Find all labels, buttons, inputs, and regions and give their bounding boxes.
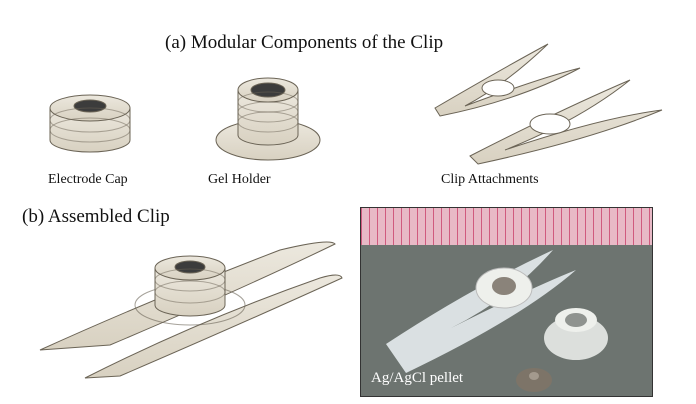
clip-attachments-label: Clip Attachments <box>441 172 539 187</box>
clip-attachments-drawing <box>434 43 663 165</box>
electrode-cap-drawing <box>49 94 131 153</box>
panel-a-title: (a) Modular Components of the Clip <box>165 32 444 53</box>
ruler <box>361 208 652 245</box>
photo-caption: Ag/AgCl pellet <box>371 370 464 386</box>
photo-objects <box>386 250 608 392</box>
gel-holder-label: Gel Holder <box>208 172 271 187</box>
panel-b-title: (b) Assembled Clip <box>22 206 170 227</box>
electrode-cap-label: Electrode Cap <box>48 172 128 187</box>
assembled-clip-drawing <box>39 241 343 379</box>
assembled-clip-photo: Ag/AgCl pellet <box>360 207 653 397</box>
gel-holder-drawing <box>215 77 321 161</box>
